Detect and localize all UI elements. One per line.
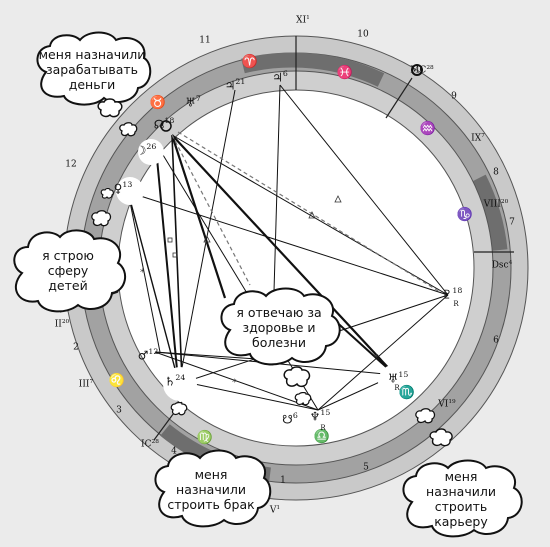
- career-cloud: меня назначили строить карьеру: [398, 459, 524, 538]
- zodiac-sign-glyph: ♉: [150, 95, 166, 111]
- house-cusp-label: V1: [269, 504, 280, 515]
- house-number: 5: [363, 463, 369, 473]
- zodiac-sign-glyph: ♑: [457, 207, 473, 223]
- house-number: 10: [357, 30, 369, 40]
- marriage-cloud: меня назначили строить брак: [150, 449, 272, 528]
- zodiac-sign-glyph: ♍: [197, 430, 213, 446]
- house-number: 1: [280, 476, 286, 486]
- house-cusp-label: II20: [55, 318, 70, 329]
- thought-puff: [294, 392, 312, 406]
- house-number: 7: [509, 218, 515, 228]
- house-cusp-label: XI1: [296, 14, 310, 25]
- thought-puff: [429, 428, 453, 447]
- cloud-shape: [13, 229, 127, 313]
- cloud-shape: [402, 459, 523, 538]
- retrograde-marker: R: [453, 300, 459, 308]
- house-number: 2: [73, 343, 79, 353]
- house-number: 11: [199, 36, 210, 46]
- node-circle: [160, 120, 172, 132]
- house-number: 4: [171, 447, 177, 457]
- money-cloud-text: меня назначили зарабатывать деньги: [38, 46, 146, 92]
- children-cloud: я строю сферу детей: [8, 227, 128, 313]
- house-cusp-label: VI19: [437, 398, 456, 409]
- house-cusp-label: VIII20: [483, 198, 509, 209]
- svg-text:*: *: [140, 268, 145, 278]
- cloud-shape: [220, 287, 341, 366]
- thought-puff: [91, 210, 112, 227]
- svg-text:*: *: [232, 378, 237, 388]
- house-number: 12: [65, 160, 76, 170]
- zodiac-sign-glyph: ♏: [399, 385, 415, 401]
- thought-puff: [119, 122, 138, 137]
- retrograde-marker: R: [394, 384, 400, 392]
- cloud-shape: [154, 449, 272, 528]
- health-cloud-text: я отвечаю за здоровье и болезни: [236, 304, 322, 350]
- marriage-cloud-text: меня назначили строить брак: [167, 466, 255, 512]
- house-cusp-label: IX7: [471, 132, 485, 143]
- zodiac-sign-glyph: ♌: [109, 373, 125, 389]
- house-cusp-label: IC28: [141, 438, 159, 449]
- thought-puff: [415, 408, 436, 424]
- house-cusp-label: Dsc4: [492, 259, 513, 270]
- house-number: 9: [451, 92, 457, 102]
- cloud-shape: [36, 31, 152, 106]
- house-number: 3: [116, 406, 122, 416]
- zodiac-sign-glyph: ♈: [242, 54, 258, 70]
- planet-highlights: [116, 139, 414, 401]
- mc-marker: [411, 64, 423, 76]
- money-cloud: меня назначили зарабатывать деньги: [32, 31, 152, 106]
- zodiac-sign-glyph: ♎: [314, 429, 330, 445]
- house-cusp-label: III7: [79, 378, 94, 389]
- svg-text:*: *: [374, 353, 379, 363]
- thought-puff: [170, 402, 188, 416]
- thought-puff: [283, 366, 311, 388]
- zodiac-sign-glyph: ♓: [337, 65, 353, 81]
- house-number: 8: [493, 168, 499, 178]
- health-cloud: я отвечаю за здоровье и болезни: [216, 287, 342, 366]
- dashed-aspect-lines: [171, 131, 441, 293]
- thought-puff: [100, 188, 114, 199]
- thought-puff: [97, 98, 123, 118]
- retrograde-marker: R: [320, 424, 326, 432]
- house-cusp-label: MC28: [410, 64, 434, 75]
- career-cloud-text: меня назначили строить карьеру: [426, 469, 496, 529]
- aspect-markers: * * *: [140, 195, 379, 388]
- children-cloud-text: я строю сферу детей: [42, 247, 94, 293]
- zodiac-sign-glyph: ♒: [420, 121, 436, 137]
- house-number: 6: [493, 336, 499, 346]
